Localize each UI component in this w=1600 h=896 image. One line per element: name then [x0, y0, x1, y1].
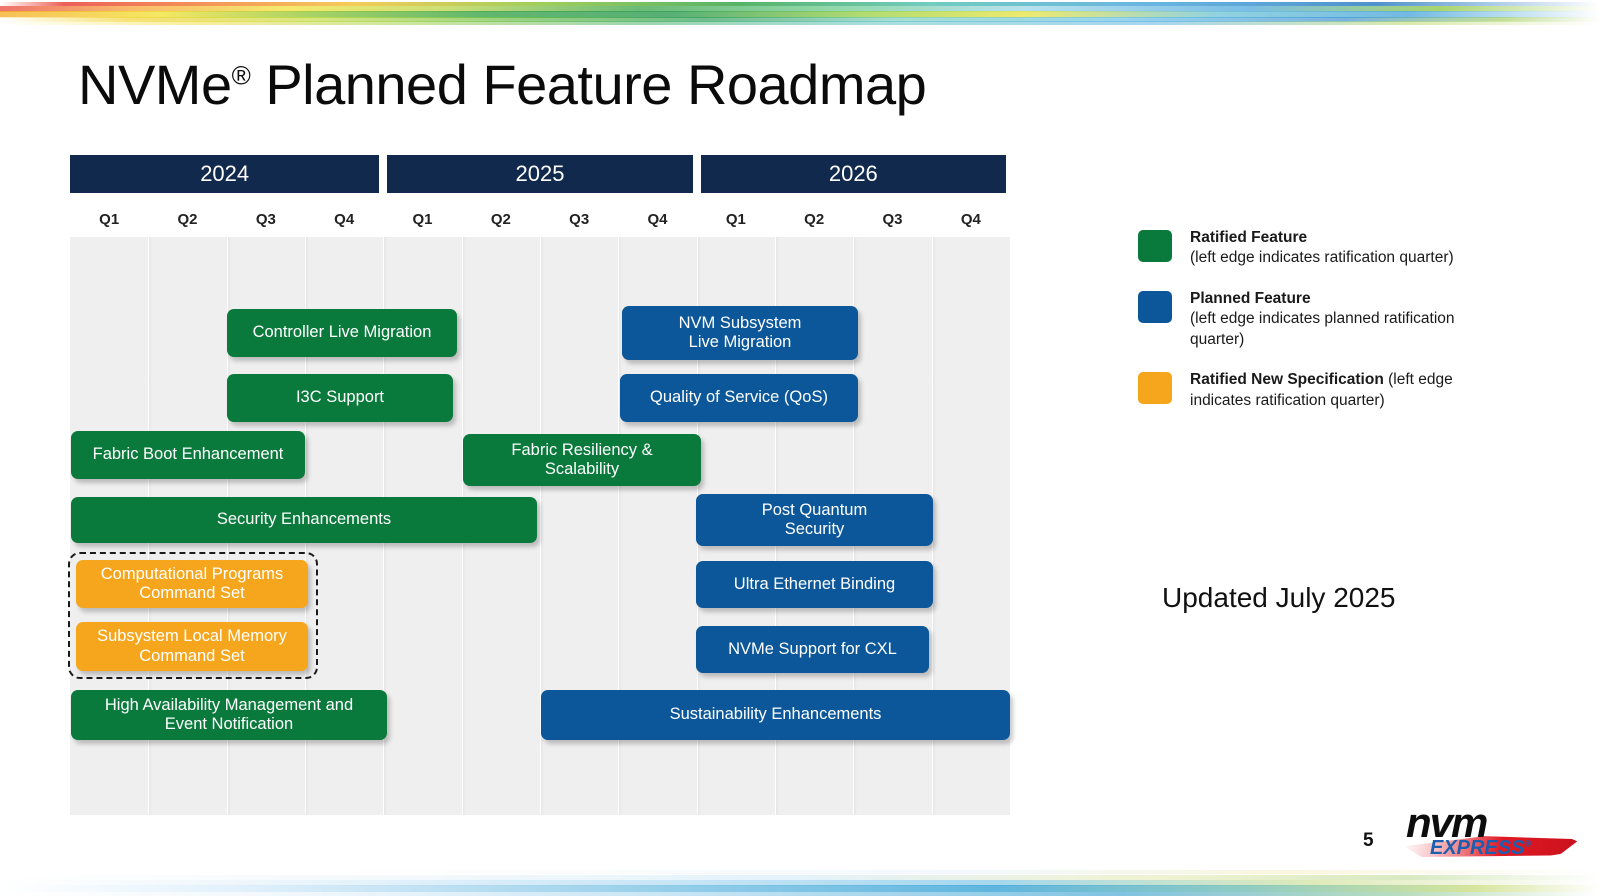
roadmap-bar-label: Sustainability Enhancements: [669, 705, 882, 724]
ribbon-stripe: [0, 885, 1600, 892]
roadmap-bar-fabric-resiliency-scalability[interactable]: Fabric Resiliency &Scalability: [463, 434, 701, 486]
legend-swatch-planned-feature: [1138, 290, 1172, 323]
legend-title-ratified-new-specification: Ratified New Specification: [1190, 371, 1384, 389]
roadmap-bar-label: Fabric Boot Enhancement: [92, 445, 284, 464]
quarter-label-0: Q1: [99, 210, 120, 228]
legend-text-ratified-feature: Ratified Feature (left edge indicates rat…: [1190, 228, 1478, 269]
quarter-label-10: Q3: [882, 210, 903, 228]
roadmap-bar-label: Fabric Resiliency &Scalability: [511, 440, 653, 478]
logo-secondary-text: EXPRESS®: [1430, 838, 1531, 858]
legend-desc-ratified-new-specification: (left edge indicates ratification quarte…: [1190, 371, 1453, 409]
nvm-express-logo: nvm EXPRESS®: [1396, 802, 1586, 864]
page-title-rest: Planned Feature Roadmap: [250, 53, 927, 116]
top-decorative-ribbon: [0, 0, 1600, 30]
ribbon-stripe: [0, 870, 1600, 874]
quarter-label-1: Q2: [177, 210, 198, 228]
legend-desc-ratified-feature: (left edge indicates ratification quarte…: [1190, 249, 1454, 267]
legend-item-planned-feature: Planned Feature (left edge indicates plan…: [1138, 289, 1478, 350]
page-title: NVMe® Planned Feature Roadmap: [78, 52, 927, 117]
gridline-7: [618, 237, 619, 815]
page-title-main: NVMe: [78, 53, 232, 116]
roadmap-bar-quality-of-service-qos[interactable]: Quality of Service (QoS): [620, 374, 858, 422]
quarter-label-11: Q4: [960, 210, 981, 228]
legend-item-ratified-new-specification: Ratified New Specification (left edge in…: [1138, 370, 1478, 411]
legend-item-ratified-feature: Ratified Feature (left edge indicates rat…: [1138, 228, 1478, 269]
year-header-2024: 2024: [70, 155, 380, 193]
quarter-label-row: Q1 Q2 Q3 Q4 Q1 Q2 Q3 Q4 Q1 Q2 Q3 Q4: [70, 207, 1010, 231]
ribbon-stripe: [0, 875, 1600, 880]
legend: Ratified Feature (left edge indicates rat…: [1138, 228, 1478, 431]
roadmap-bar-label: NVMe Support for CXL: [728, 639, 897, 658]
year-header-2026: 2026: [700, 155, 1006, 193]
roadmap-bar-fabric-boot-enhancement[interactable]: Fabric Boot Enhancement: [71, 431, 305, 479]
quarter-label-4: Q1: [412, 210, 433, 228]
logo-primary-text: nvm: [1406, 799, 1488, 846]
quarter-label-2: Q3: [255, 210, 276, 228]
registered-trademark-icon: ®: [231, 60, 251, 91]
legend-text-planned-feature: Planned Feature (left edge indicates plan…: [1190, 289, 1478, 350]
quarter-label-6: Q3: [569, 210, 590, 228]
roadmap-bar-label: Ultra Ethernet Binding: [733, 574, 896, 593]
quarter-label-8: Q1: [725, 210, 746, 228]
gridline-6: [540, 237, 541, 815]
quarter-label-7: Q4: [647, 210, 668, 228]
gridline-shadow-6: [541, 237, 544, 815]
updated-note: Updated July 2025: [1162, 582, 1396, 613]
new-specification-group-outline: [68, 552, 318, 679]
roadmap-bar-controller-live-migration[interactable]: Controller Live Migration: [227, 309, 457, 357]
ribbon-stripe: [0, 17, 1600, 22]
roadmap-bar-sustainability-enhancements[interactable]: Sustainability Enhancements: [541, 690, 1010, 740]
roadmap-bar-label: Controller Live Migration: [252, 323, 432, 342]
ribbon-stripe: [0, 21, 1600, 25]
ribbon-stripe: [0, 892, 1600, 896]
ribbon-stripe: [0, 880, 1600, 886]
gridline-shadow-11: [933, 237, 936, 815]
roadmap-bar-security-enhancements[interactable]: Security Enhancements: [71, 497, 537, 543]
logo-trademark-icon: ®: [1524, 838, 1532, 849]
roadmap-bar-i3c-support[interactable]: I3C Support: [227, 374, 453, 422]
quarter-label-5: Q2: [490, 210, 511, 228]
ribbon-stripe: [0, 11, 1600, 18]
legend-desc-planned-feature: (left edge indicates planned ratificatio…: [1190, 310, 1455, 348]
roadmap-bar-label: Quality of Service (QoS): [650, 388, 828, 407]
quarter-label-3: Q4: [334, 210, 355, 228]
gridline-shadow-7: [619, 237, 622, 815]
page-number: 5: [1363, 830, 1374, 851]
legend-title-ratified-feature: Ratified Feature: [1190, 229, 1308, 246]
legend-swatch-ratified-feature: [1138, 230, 1172, 262]
legend-text-ratified-new-specification: Ratified New Specification (left edge in…: [1190, 370, 1478, 411]
ribbon-stripe: [0, 6, 1600, 12]
bottom-decorative-ribbon: [0, 846, 1600, 896]
roadmap-bar-ultra-ethernet-binding[interactable]: Ultra Ethernet Binding: [696, 561, 933, 608]
roadmap-bar-label: I3C Support: [295, 388, 385, 407]
legend-title-planned-feature: Planned Feature: [1190, 289, 1311, 307]
legend-swatch-ratified-new-specification: [1138, 372, 1172, 405]
logo-express-word: EXPRESS: [1430, 837, 1525, 859]
ribbon-stripe: [0, 2, 1600, 6]
year-header-2025: 2025: [387, 155, 693, 193]
roadmap-bar-nvme-support-for-cxl[interactable]: NVMe Support for CXL: [696, 626, 929, 673]
roadmap-bar-label: Security Enhancements: [216, 510, 392, 529]
quarter-label-9: Q2: [804, 210, 825, 228]
